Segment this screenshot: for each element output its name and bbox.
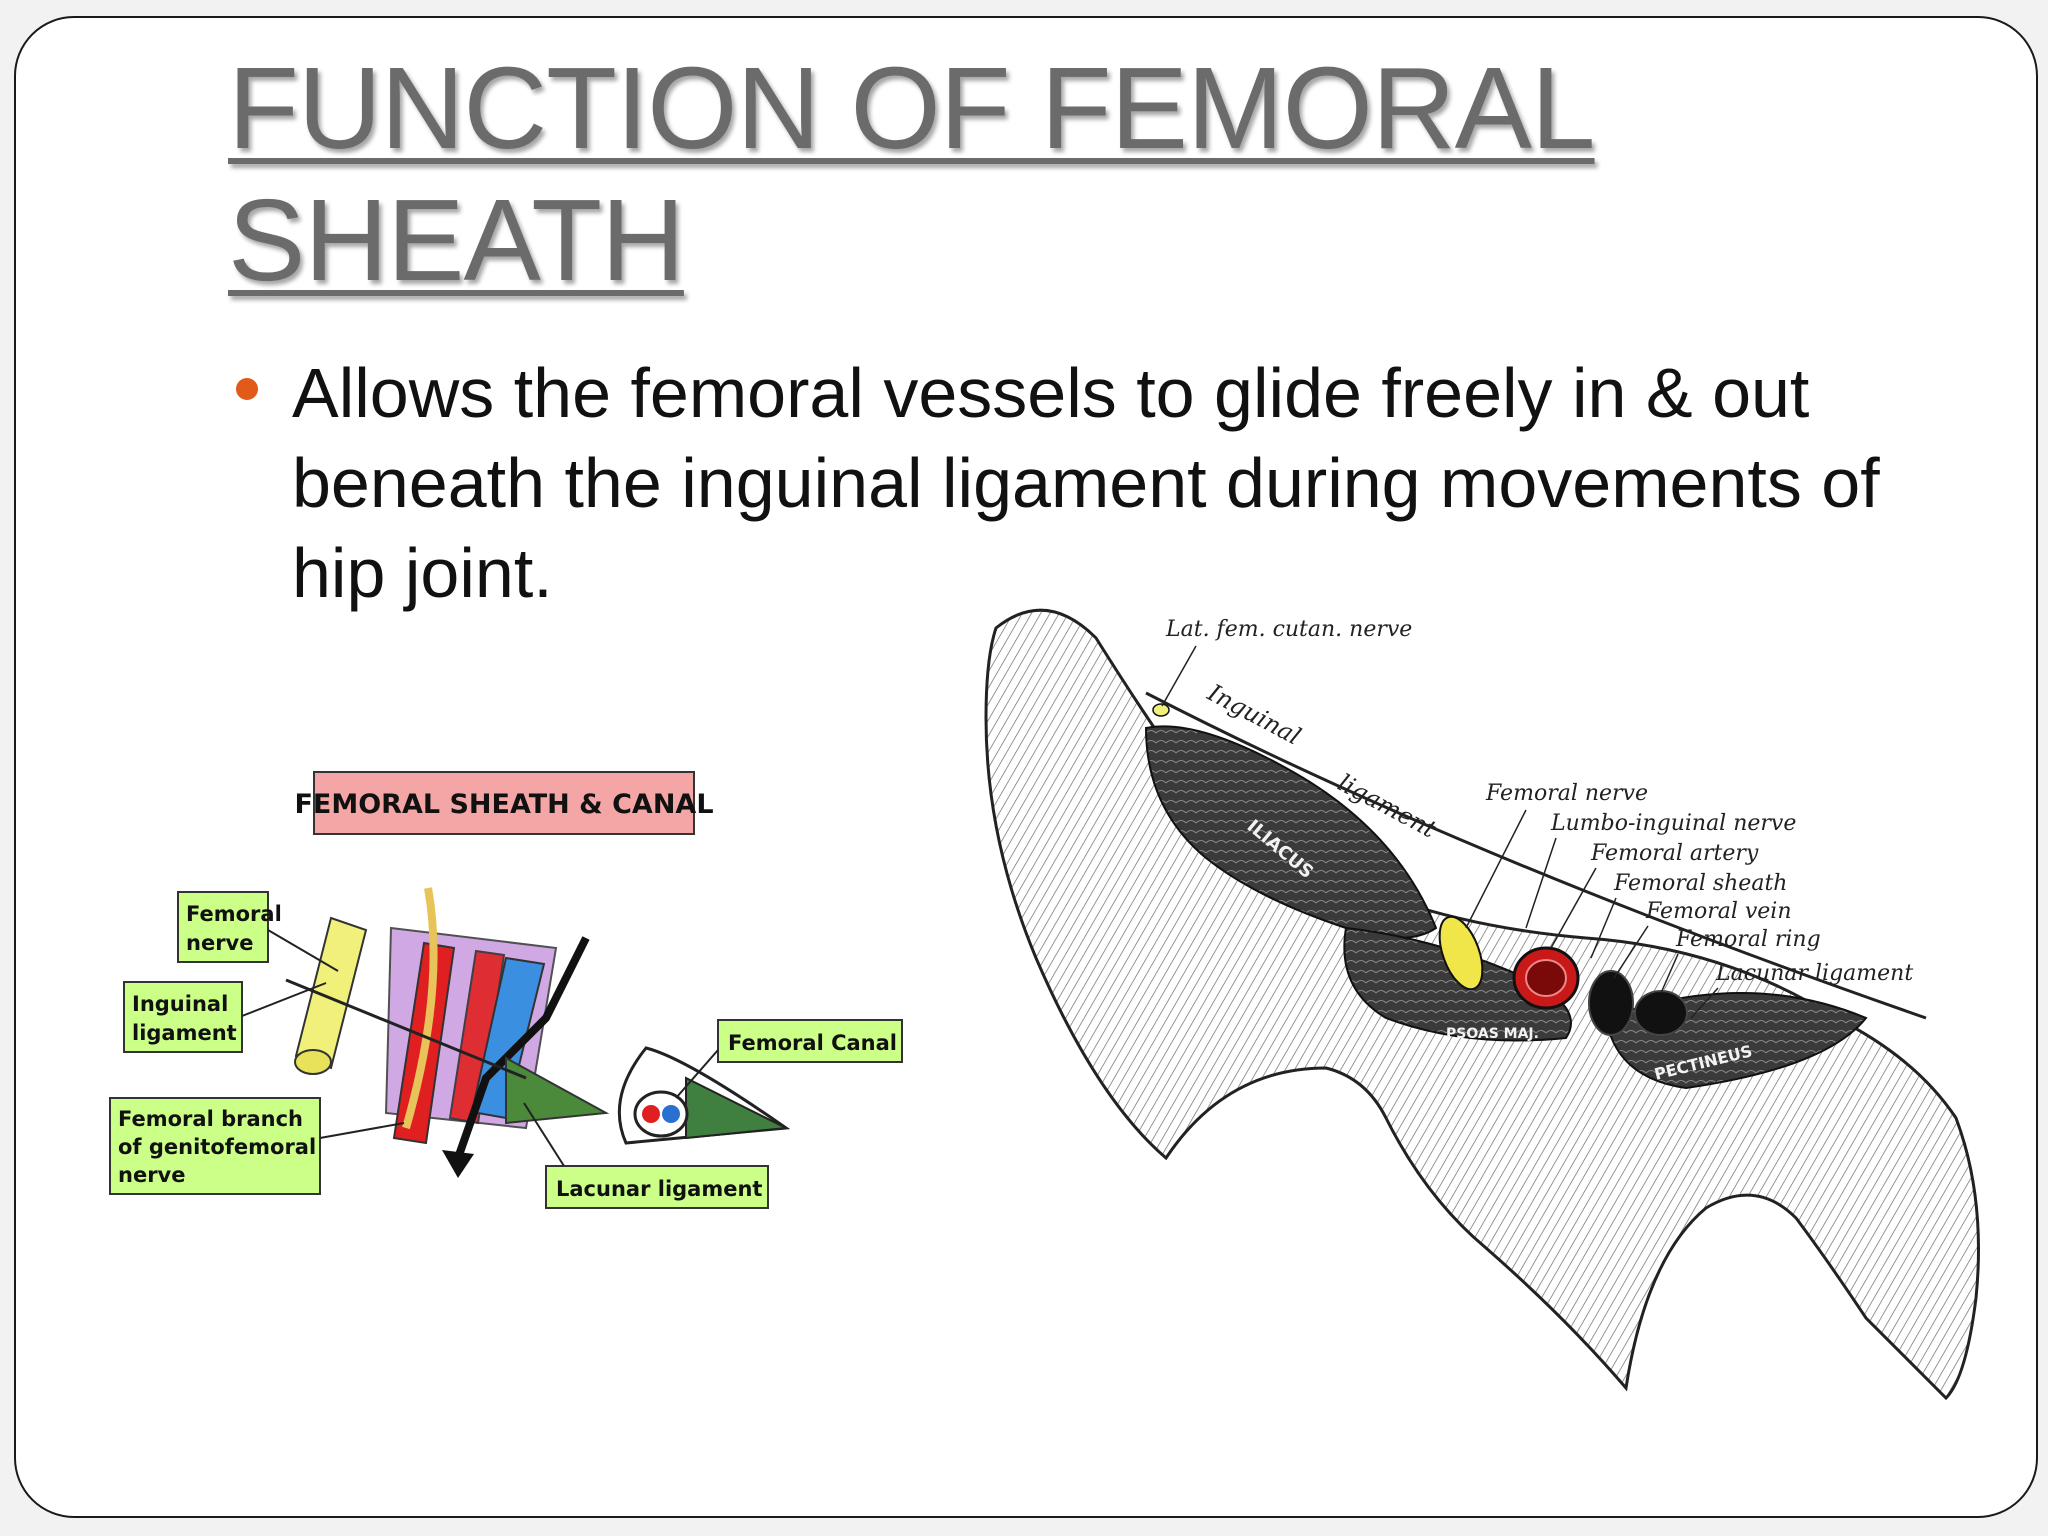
femoral-ring-oval bbox=[1634, 990, 1688, 1036]
label-box-femoral-canal bbox=[717, 1019, 903, 1063]
leader-femoral-nerve bbox=[267, 929, 339, 972]
inguinal-ligament-line bbox=[285, 978, 527, 1080]
canal-arrow-head bbox=[442, 1150, 474, 1178]
label-lacunar-ligament-right: Lacunar ligament bbox=[1715, 961, 1913, 986]
leader-femoral-sheath bbox=[1590, 897, 1617, 959]
slide: FUNCTION OF FEMORAL SHEATH Allows the fe… bbox=[14, 16, 2038, 1518]
leader-inguinal-ligament bbox=[241, 982, 327, 1017]
label-box-inguinal-ligament bbox=[123, 981, 243, 1053]
label-femoral-nerve-line1: Femoral bbox=[186, 902, 282, 926]
label-lacunar-ligament: Lacunar ligament bbox=[556, 1177, 762, 1201]
leader-femoral-vein bbox=[1613, 925, 1649, 979]
label-box-femoral-nerve bbox=[177, 891, 269, 963]
label-lumbo-inguinal-nerve: Lumbo-inguinal nerve bbox=[1550, 811, 1796, 836]
title-line-1: FUNCTION OF FEMORAL bbox=[228, 43, 1596, 173]
label-femoral-branch-line2: of genitofemoral bbox=[118, 1135, 316, 1159]
femoral-canal-cross-section bbox=[617, 1046, 791, 1145]
label-femoral-canal: Femoral Canal bbox=[728, 1031, 897, 1055]
iliacus-muscle bbox=[1144, 725, 1438, 939]
label-femoral-branch-line3: nerve bbox=[118, 1163, 185, 1187]
diagram-heading: FEMORAL SHEATH & CANAL bbox=[294, 789, 713, 820]
genitofemoral-branch-shape bbox=[402, 887, 438, 1130]
lacunar-ligament-wedge bbox=[505, 1056, 610, 1125]
label-inguinal-ligament-line1: Inguinal bbox=[132, 992, 228, 1016]
bullet-dot-icon bbox=[236, 378, 258, 400]
label-femoral-ring: Femoral ring bbox=[1675, 927, 1821, 952]
label-femoral-artery: Femoral artery bbox=[1590, 841, 1759, 866]
leader-lacunar-ligament-right bbox=[1690, 987, 1719, 1019]
label-femoral-nerve-line2: nerve bbox=[186, 931, 253, 955]
inguinal-ligament-band bbox=[1145, 691, 1927, 1020]
leader-lumbo-inguinal-nerve bbox=[1525, 837, 1557, 929]
bullet-text: Allows the femoral vessels to glide free… bbox=[292, 354, 1880, 612]
canal-arrow bbox=[454, 936, 590, 1160]
label-psoas-maj: PSOAS MAJ. bbox=[1446, 1026, 1539, 1042]
title-line-2: SHEATH bbox=[228, 175, 685, 305]
femoral-sheath-canal-diagram: FEMORAL SHEATH & CANAL Femoral bbox=[109, 771, 903, 1209]
lateral-femoral-cutaneous-nerve-dot bbox=[1152, 703, 1170, 717]
label-lat-fem-cutan-nerve: Lat. fem. cutan. nerve bbox=[1165, 617, 1412, 642]
leader-femoral-canal bbox=[675, 1049, 719, 1099]
label-box-lacunar-ligament bbox=[545, 1165, 769, 1209]
femoral-nerve-oval bbox=[1438, 915, 1484, 991]
label-inguinal-ligament-line2: ligament bbox=[132, 1021, 237, 1045]
red-vessel-tube bbox=[448, 949, 506, 1125]
leader-femoral-artery bbox=[1550, 867, 1597, 949]
femoral-vein-oval bbox=[1588, 970, 1634, 1036]
label-femoral-branch-line1: Femoral branch bbox=[118, 1107, 303, 1131]
leader-femoral-branch bbox=[319, 1122, 405, 1139]
label-box-femoral-branch bbox=[109, 1097, 321, 1195]
femoral-artery-lumen bbox=[1525, 959, 1567, 997]
label-femoral-sheath: Femoral sheath bbox=[1613, 871, 1787, 896]
label-femoral-vein: Femoral vein bbox=[1645, 899, 1792, 924]
leader-femoral-ring bbox=[1660, 953, 1679, 994]
slide-title: FUNCTION OF FEMORAL SHEATH bbox=[228, 42, 1928, 306]
diagram-heading-box bbox=[313, 771, 695, 835]
femoral-nerve-shape bbox=[294, 916, 368, 1075]
inguinal-region-cross-section-diagram: ILIACUS PSOAS MAJ. PECTINEUS Lat. fem. c… bbox=[984, 608, 1980, 1401]
leader-lacunar-ligament bbox=[523, 1102, 565, 1167]
leader-femoral-nerve-right bbox=[1465, 809, 1527, 929]
label-femoral-nerve: Femoral nerve bbox=[1485, 781, 1648, 806]
leader-lat-fem-cutan-nerve bbox=[1161, 645, 1197, 707]
